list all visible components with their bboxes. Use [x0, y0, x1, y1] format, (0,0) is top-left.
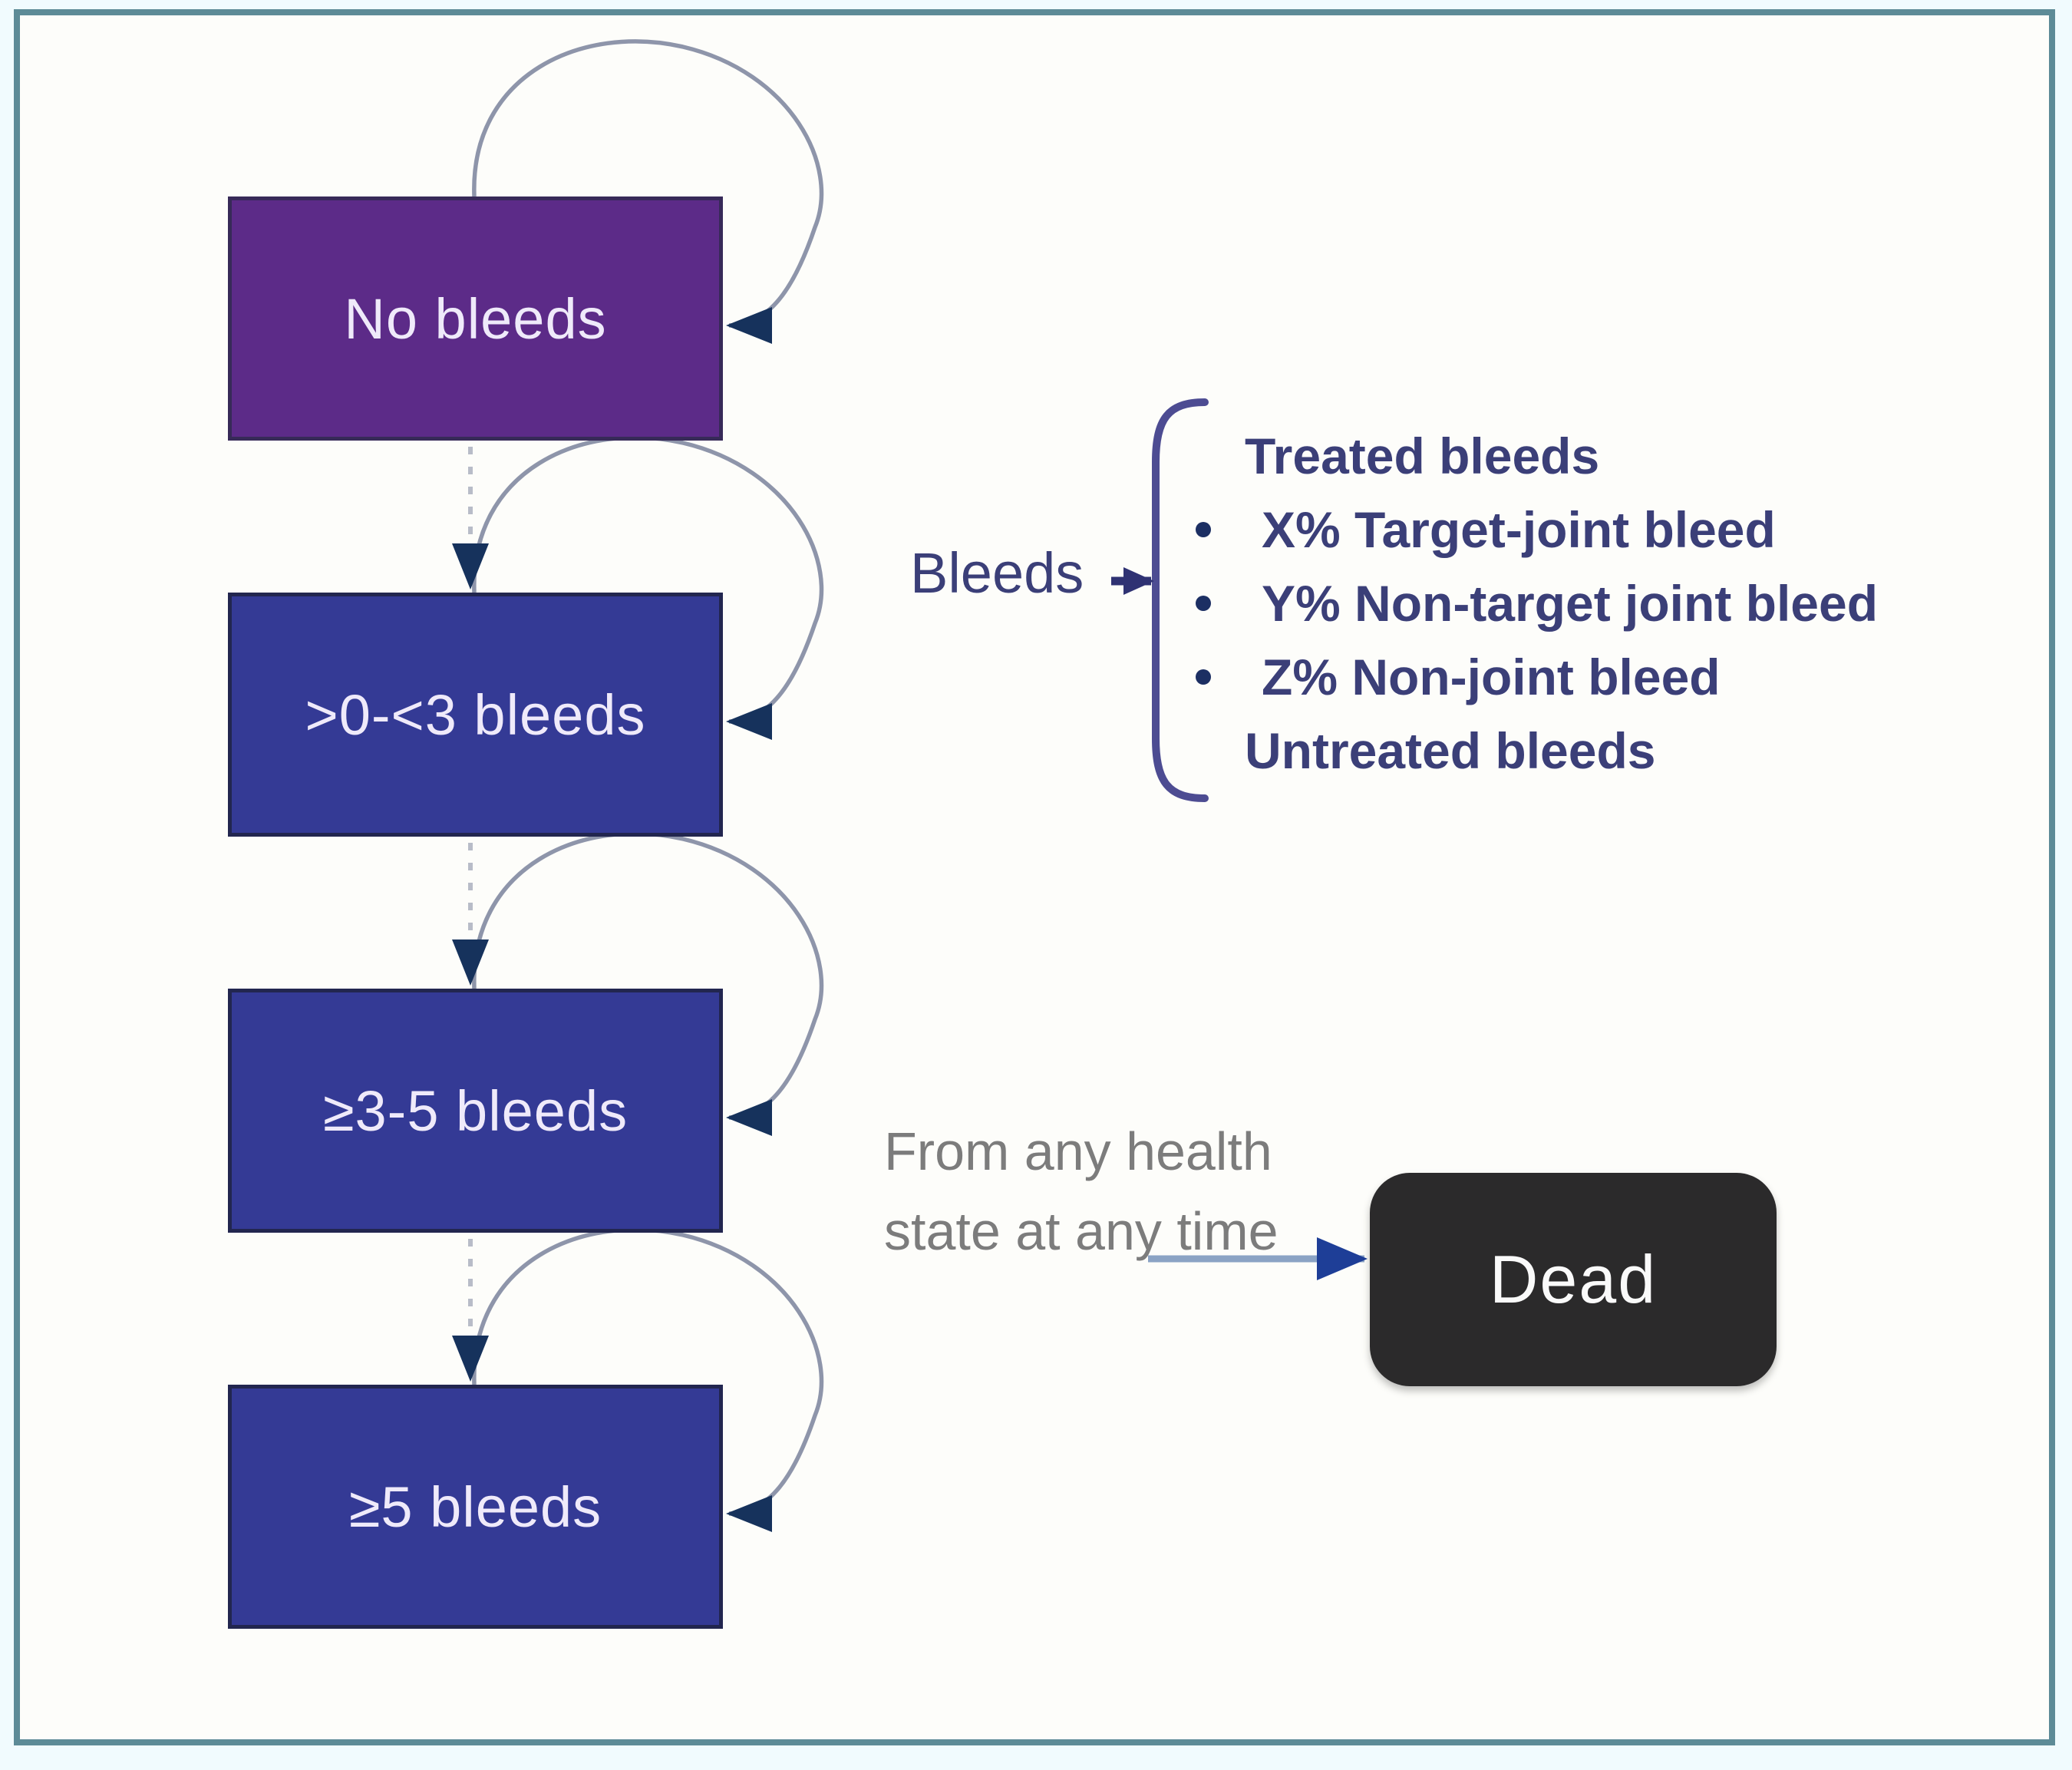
bleed-breakdown-item: Z% Non-joint bleed [1188, 640, 2017, 714]
bleed-breakdown-item: Y% Non-target joint bleed [1188, 566, 2017, 640]
bleed-breakdown-bracket [1152, 398, 1209, 802]
state-label: ≥5 bleeds [348, 1474, 602, 1539]
bullet-icon [1196, 596, 1211, 611]
state-box-5-bleeds: ≥5 bleeds [228, 1385, 723, 1629]
death-note-line2: state at any time [884, 1201, 1279, 1261]
state-box-dead: Dead [1370, 1173, 1777, 1386]
bleed-breakdown-item-text: Y% Non-target joint bleed [1262, 575, 1879, 632]
state-box-no-bleeds: No bleeds [228, 196, 723, 441]
state-label: >0-<3 bleeds [305, 682, 646, 747]
state-label: No bleeds [344, 286, 607, 351]
untreated-bleeds-text: Untreated bleeds [1245, 722, 1656, 779]
death-note-line1: From any health [884, 1121, 1272, 1181]
state-label: ≥3-5 bleeds [322, 1078, 629, 1143]
self-loop-arrow-0-3-bleeds [472, 435, 824, 740]
bleed-breakdown-item: X% Target-joint bleed [1188, 493, 2017, 566]
bleed-breakdown-item-text: X% Target-joint bleed [1262, 501, 1776, 558]
self-loop-arrow-no-bleeds [472, 39, 824, 344]
bleeds-label: Bleeds [910, 540, 1084, 605]
bleed-breakdown-list: Treated bleeds X% Target-joint bleed Y% … [1188, 419, 2017, 788]
state-label: Dead [1489, 1241, 1658, 1317]
state-box-3-5-bleeds: ≥3-5 bleeds [228, 989, 723, 1233]
bleed-breakdown-item-text: Z% Non-joint bleed [1262, 649, 1721, 705]
treated-bleeds-text: Treated bleeds [1245, 428, 1600, 484]
self-loop-arrow-5-bleeds [472, 1227, 824, 1532]
self-loop-arrow-3-5-bleeds [472, 831, 824, 1136]
bullet-icon [1196, 669, 1211, 685]
death-note: From any health state at any time [884, 1111, 1575, 1271]
untreated-bleeds-header: Untreated bleeds [1188, 714, 2017, 788]
bullet-icon [1196, 522, 1211, 537]
state-box-0-3-bleeds: >0-<3 bleeds [228, 593, 723, 837]
treated-bleeds-header: Treated bleeds [1188, 419, 2017, 493]
